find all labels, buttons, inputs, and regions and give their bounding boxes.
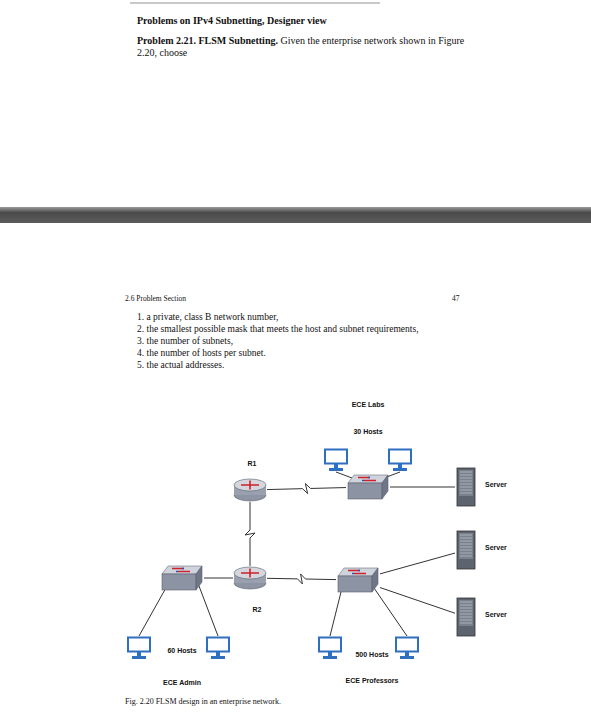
node-label: Server [485, 481, 507, 489]
network-node: 500 HostsECE Professors [316, 562, 421, 692]
switch-icon [160, 564, 204, 592]
node-label: 30 Hosts [353, 428, 382, 436]
ethernet-link [380, 553, 455, 574]
node-label: ECE Labs [352, 401, 385, 409]
node-label: 500 Hosts [355, 651, 388, 659]
node-label: R2 [253, 606, 262, 614]
pc-icon [322, 448, 350, 472]
network-node: R1 [232, 458, 268, 504]
pc-icon [386, 448, 414, 472]
rule-line [130, 3, 380, 4]
pc-icon [204, 636, 232, 660]
network-node: ECE Labs 30 Hosts [318, 398, 418, 505]
node-label: Server [485, 611, 507, 619]
figure-caption: Fig. 2.20 FLSM design in an enterprise n… [125, 697, 281, 706]
node-label: R1 [248, 460, 257, 468]
network-node: Server [455, 530, 517, 570]
serial-link [245, 502, 255, 566]
network-node: Server [455, 467, 517, 507]
network-node: R2 [233, 566, 273, 618]
node-label: Server [485, 544, 507, 552]
node-label: 60 Hosts [167, 647, 196, 655]
list-item: 4. the number of hosts per subnet. [137, 348, 266, 358]
problem-paragraph: Problem 2.21. FLSM Subnetting. Given the… [137, 35, 482, 59]
switch-icon [346, 473, 390, 501]
section-header: 2.6 Problem Section [125, 294, 186, 303]
server-icon [455, 467, 477, 507]
pc-icon [125, 636, 153, 660]
pc-icon [316, 636, 344, 660]
list-item: 5. the actual addresses. [137, 360, 224, 370]
serial-link [267, 484, 346, 494]
page-heading: Problems on IPv4 Subnetting, Designer vi… [137, 15, 327, 26]
list-item: 3. the number of subnets, [137, 336, 233, 346]
router-icon [233, 566, 267, 590]
node-label: ECE Admin [163, 679, 201, 687]
node-label: ECE Professors [346, 677, 399, 685]
ethernet-link [204, 578, 233, 579]
network-node: 60 HostsECE Admin [125, 560, 240, 695]
page-number: 47 [452, 294, 460, 303]
pc-icon [393, 636, 421, 660]
page-break-bar [0, 207, 591, 223]
list-item: 2. the smallest possible mask that meets… [137, 324, 419, 334]
list-item: 1. a private, class B network number, [137, 312, 278, 322]
server-icon [455, 597, 477, 637]
serial-link [267, 574, 336, 584]
server-icon [455, 530, 477, 570]
router-icon [233, 478, 267, 502]
ethernet-link [380, 588, 455, 614]
network-node: Server [455, 597, 517, 637]
problem-heading: Problem 2.21. FLSM Subnetting. [137, 35, 278, 46]
ethernet-link [390, 487, 455, 488]
switch-icon [336, 566, 380, 594]
